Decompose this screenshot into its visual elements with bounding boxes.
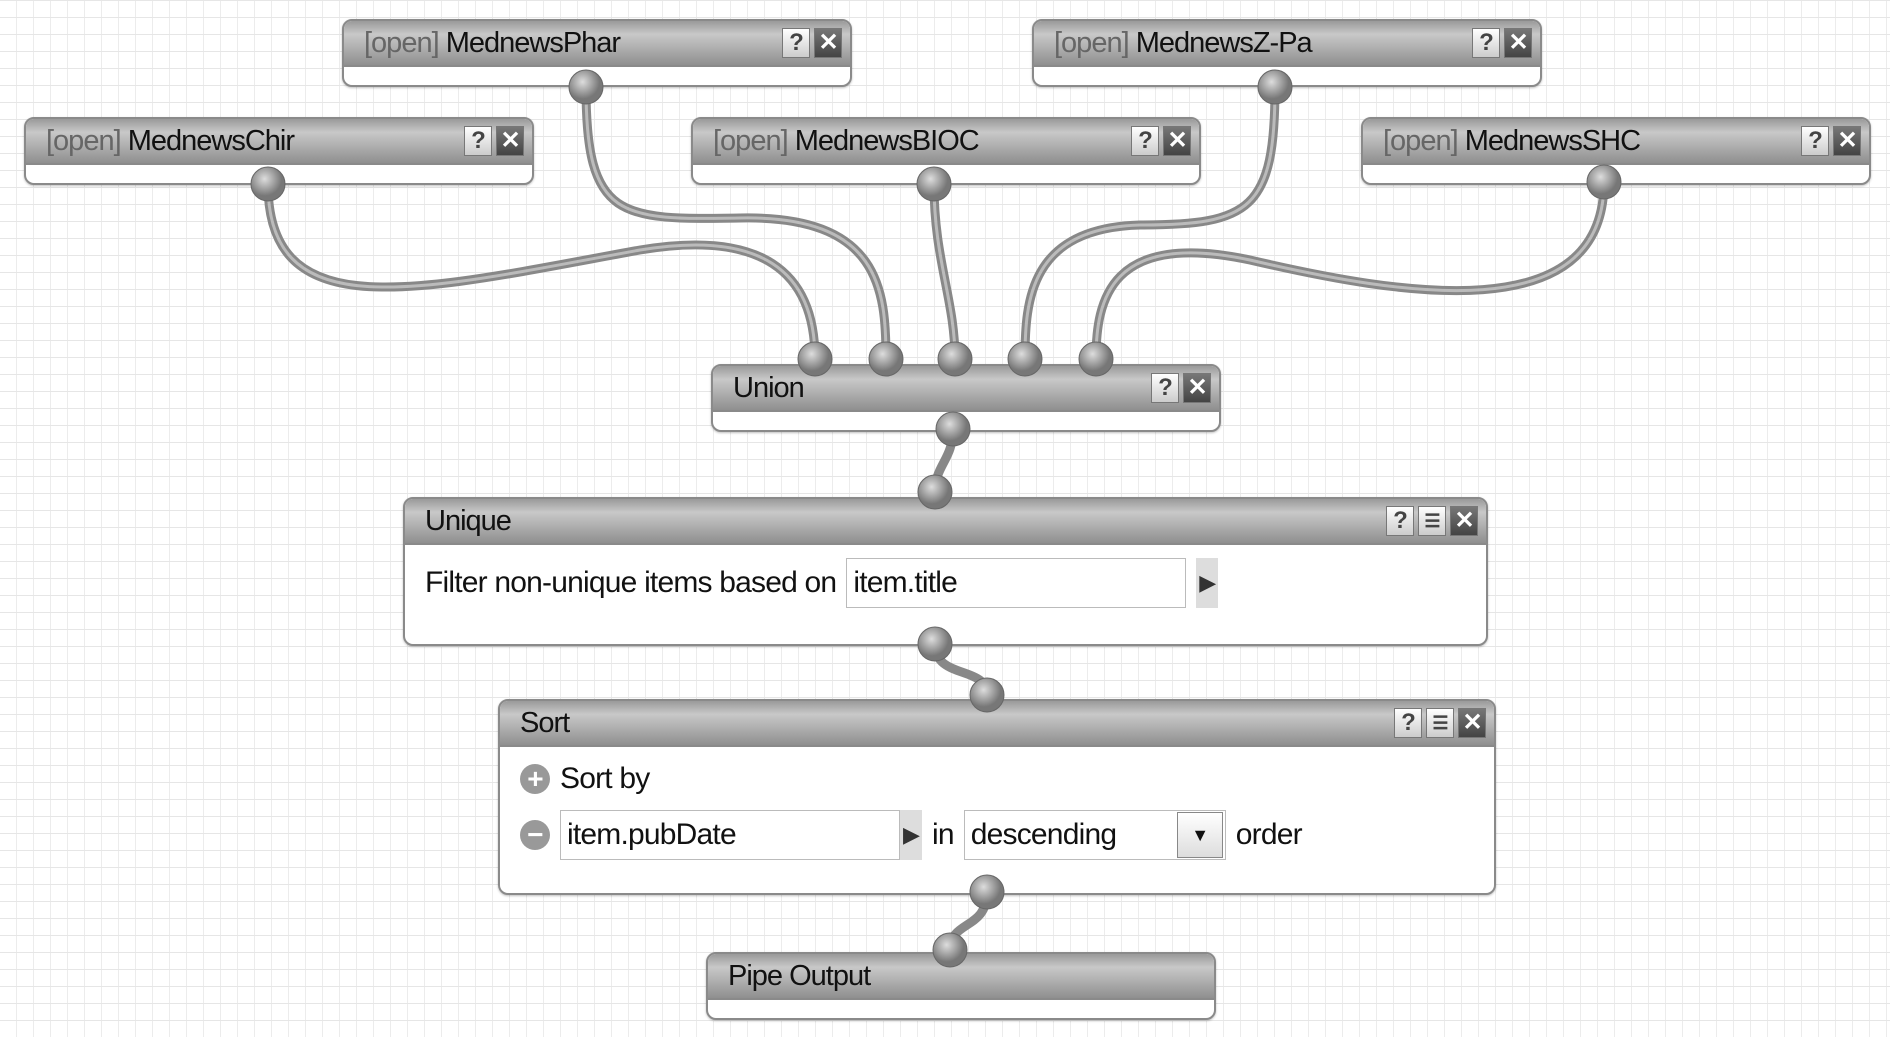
- module-title: MednewsPhar: [445, 26, 621, 59]
- module-title: MednewsSHC: [1464, 124, 1641, 157]
- wire-unique-sort: [930, 639, 992, 700]
- wire-chir-union: [263, 179, 820, 364]
- close-button[interactable]: ✕: [1504, 28, 1532, 58]
- module-title: Pipe Output: [728, 959, 871, 992]
- module-header[interactable]: Pipe Output: [708, 954, 1214, 1000]
- close-button[interactable]: ✕: [1458, 708, 1486, 738]
- source-module-phar[interactable]: [open] MednewsPhar ?✕: [342, 19, 852, 87]
- minimize-button[interactable]: ☰: [1426, 708, 1454, 738]
- wire-bioc-union: [929, 179, 960, 364]
- help-button[interactable]: ?: [1801, 126, 1829, 156]
- order-select-value: descending: [970, 818, 1117, 851]
- unique-field-input[interactable]: item.title: [846, 558, 1187, 608]
- close-button[interactable]: ✕: [1183, 373, 1211, 403]
- module-header[interactable]: Sort ?☰✕: [500, 701, 1494, 747]
- help-button[interactable]: ?: [464, 126, 492, 156]
- module-title: MednewsBIOC: [794, 124, 980, 157]
- help-button[interactable]: ?: [1386, 506, 1414, 536]
- close-button[interactable]: ✕: [1450, 506, 1478, 536]
- union-module[interactable]: Union ?✕: [711, 364, 1221, 432]
- remove-sort-icon[interactable]: −: [520, 820, 550, 850]
- open-link[interactable]: [open]: [46, 124, 122, 157]
- sort-by-label: Sort by: [560, 762, 650, 795]
- field-picker-arrow-icon[interactable]: ▶: [1196, 558, 1219, 608]
- module-header[interactable]: [open] MednewsPhar ?✕: [344, 21, 850, 67]
- close-button[interactable]: ✕: [1163, 126, 1191, 156]
- source-module-bioc[interactable]: [open] MednewsBIOC ?✕: [691, 117, 1201, 185]
- help-button[interactable]: ?: [1394, 708, 1422, 738]
- sort-module[interactable]: Sort ?☰✕ + Sort by − item.pubDate ▶ in d…: [498, 699, 1496, 895]
- module-header[interactable]: [open] MednewsChir ?✕: [26, 119, 532, 165]
- module-header[interactable]: [open] MednewsZ-Pa ?✕: [1034, 21, 1540, 67]
- help-button[interactable]: ?: [1131, 126, 1159, 156]
- add-sort-icon[interactable]: +: [520, 764, 550, 794]
- help-button[interactable]: ?: [1151, 373, 1179, 403]
- source-module-zpa[interactable]: [open] MednewsZ-Pa ?✕: [1032, 19, 1542, 87]
- open-link[interactable]: [open]: [364, 26, 440, 59]
- field-picker-arrow-icon[interactable]: ▶: [900, 810, 922, 860]
- pipe-output-module[interactable]: Pipe Output: [706, 952, 1216, 1020]
- minimize-button[interactable]: ☰: [1418, 506, 1446, 536]
- close-button[interactable]: ✕: [814, 28, 842, 58]
- close-button[interactable]: ✕: [1833, 126, 1861, 156]
- module-header[interactable]: [open] MednewsSHC ?✕: [1363, 119, 1869, 165]
- module-title: Union: [733, 371, 805, 404]
- module-title: Unique: [425, 504, 512, 537]
- help-button[interactable]: ?: [782, 28, 810, 58]
- help-button[interactable]: ?: [1472, 28, 1500, 58]
- open-link[interactable]: [open]: [1383, 124, 1459, 157]
- close-button[interactable]: ✕: [496, 126, 524, 156]
- module-title: Sort: [520, 706, 570, 739]
- sort-field-input[interactable]: item.pubDate: [560, 810, 900, 860]
- filter-label: Filter non-unique items based on: [425, 566, 837, 599]
- chevron-down-icon[interactable]: ▼: [1176, 812, 1223, 858]
- wire-union-unique: [930, 424, 958, 497]
- source-module-shc[interactable]: [open] MednewsSHC ?✕: [1361, 117, 1871, 185]
- open-link[interactable]: [open]: [1054, 26, 1130, 59]
- source-module-chir[interactable]: [open] MednewsChir ?✕: [24, 117, 534, 185]
- module-header[interactable]: [open] MednewsBIOC ?✕: [693, 119, 1199, 165]
- order-select[interactable]: descending ▼: [963, 810, 1226, 860]
- unique-module[interactable]: Unique ?☰✕ Filter non-unique items based…: [403, 497, 1488, 646]
- in-label: in: [932, 818, 955, 851]
- module-title: MednewsZ-Pa: [1135, 26, 1313, 59]
- wire-shc-union: [1091, 177, 1609, 364]
- open-link[interactable]: [open]: [713, 124, 789, 157]
- module-title: MednewsChir: [127, 124, 295, 157]
- wire-sort-output: [945, 887, 992, 955]
- order-label: order: [1235, 818, 1303, 851]
- module-header[interactable]: Union ?✕: [713, 366, 1219, 412]
- module-header[interactable]: Unique ?☰✕: [405, 499, 1486, 545]
